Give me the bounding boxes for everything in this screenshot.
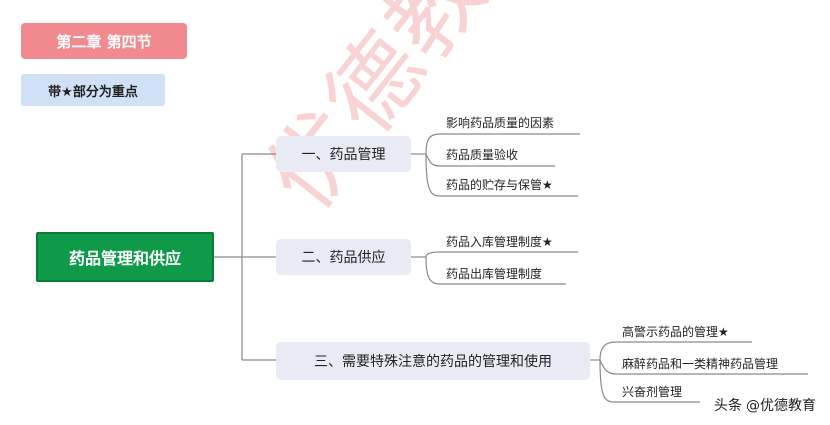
leaf-1-2-line xyxy=(425,153,555,167)
leaf-3-3-line xyxy=(599,359,700,403)
leaf-narcotic-drugs[interactable]: 麻醉药品和一类精神药品管理 xyxy=(622,357,779,371)
leaf-stimulants[interactable]: 兴奋剂管理 xyxy=(622,385,683,399)
leaf-warehousing-out[interactable]: 药品出库管理制度 xyxy=(446,267,543,281)
root-node[interactable]: 药品管理和供应 xyxy=(36,232,214,282)
leaf-quality-acceptance[interactable]: 药品质量验收 xyxy=(446,148,519,162)
leaf-3-1-line xyxy=(599,341,752,361)
branch-node-special-drugs[interactable]: 三、需要特殊注意的药品的管理和使用 xyxy=(276,342,590,380)
leaf-high-alert-drugs[interactable]: 高警示药品的管理★ xyxy=(622,325,729,339)
leaf-1-3-line xyxy=(425,153,578,197)
source-credit: 头条 @优德教育 xyxy=(714,395,816,415)
chapter-tag: 第二章 第四节 xyxy=(21,23,187,59)
leaf-3-2-line xyxy=(599,359,808,375)
credit-author: @优德教育 xyxy=(746,398,816,414)
branch-node-drug-management[interactable]: 一、药品管理 xyxy=(276,136,411,172)
credit-prefix: 头条 xyxy=(714,398,742,414)
key-note-tag: 带★部分为重点 xyxy=(21,74,165,106)
leaf-storage[interactable]: 药品的贮存与保管★ xyxy=(446,178,553,192)
leaf-warehousing-in[interactable]: 药品入库管理制度★ xyxy=(446,235,553,249)
leaf-2-1-line xyxy=(425,251,578,258)
branch-node-drug-supply[interactable]: 二、药品供应 xyxy=(276,239,411,275)
leaf-2-2-line xyxy=(425,256,566,285)
leaf-quality-factors[interactable]: 影响药品质量的因素 xyxy=(446,116,555,130)
leaf-1-1-line xyxy=(425,133,580,155)
